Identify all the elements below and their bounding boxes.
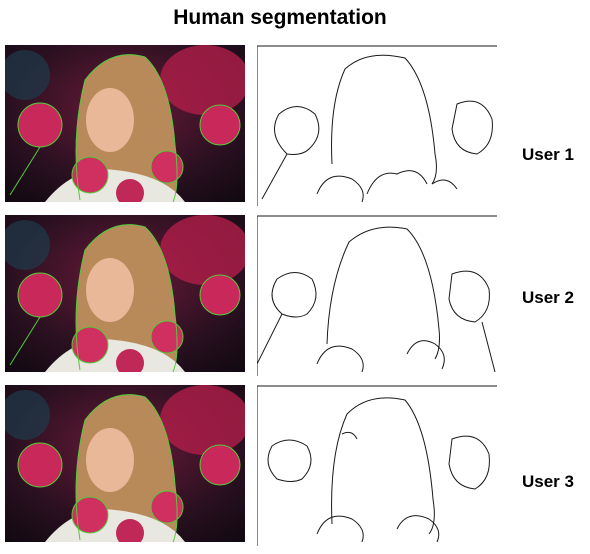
row-label-user-1: User 1: [522, 145, 574, 164]
contour-user-1: [257, 44, 497, 206]
photo-user-2: [5, 215, 245, 372]
row-label-user-2: User 2: [522, 288, 574, 307]
contour-user-3: [257, 384, 497, 546]
photo-user-1: [5, 45, 245, 202]
contour-user-2: [257, 214, 497, 376]
figure-title: Human segmentation: [173, 6, 387, 29]
row-label-user-3: User 3: [522, 472, 574, 491]
photo-user-3: [5, 385, 245, 542]
